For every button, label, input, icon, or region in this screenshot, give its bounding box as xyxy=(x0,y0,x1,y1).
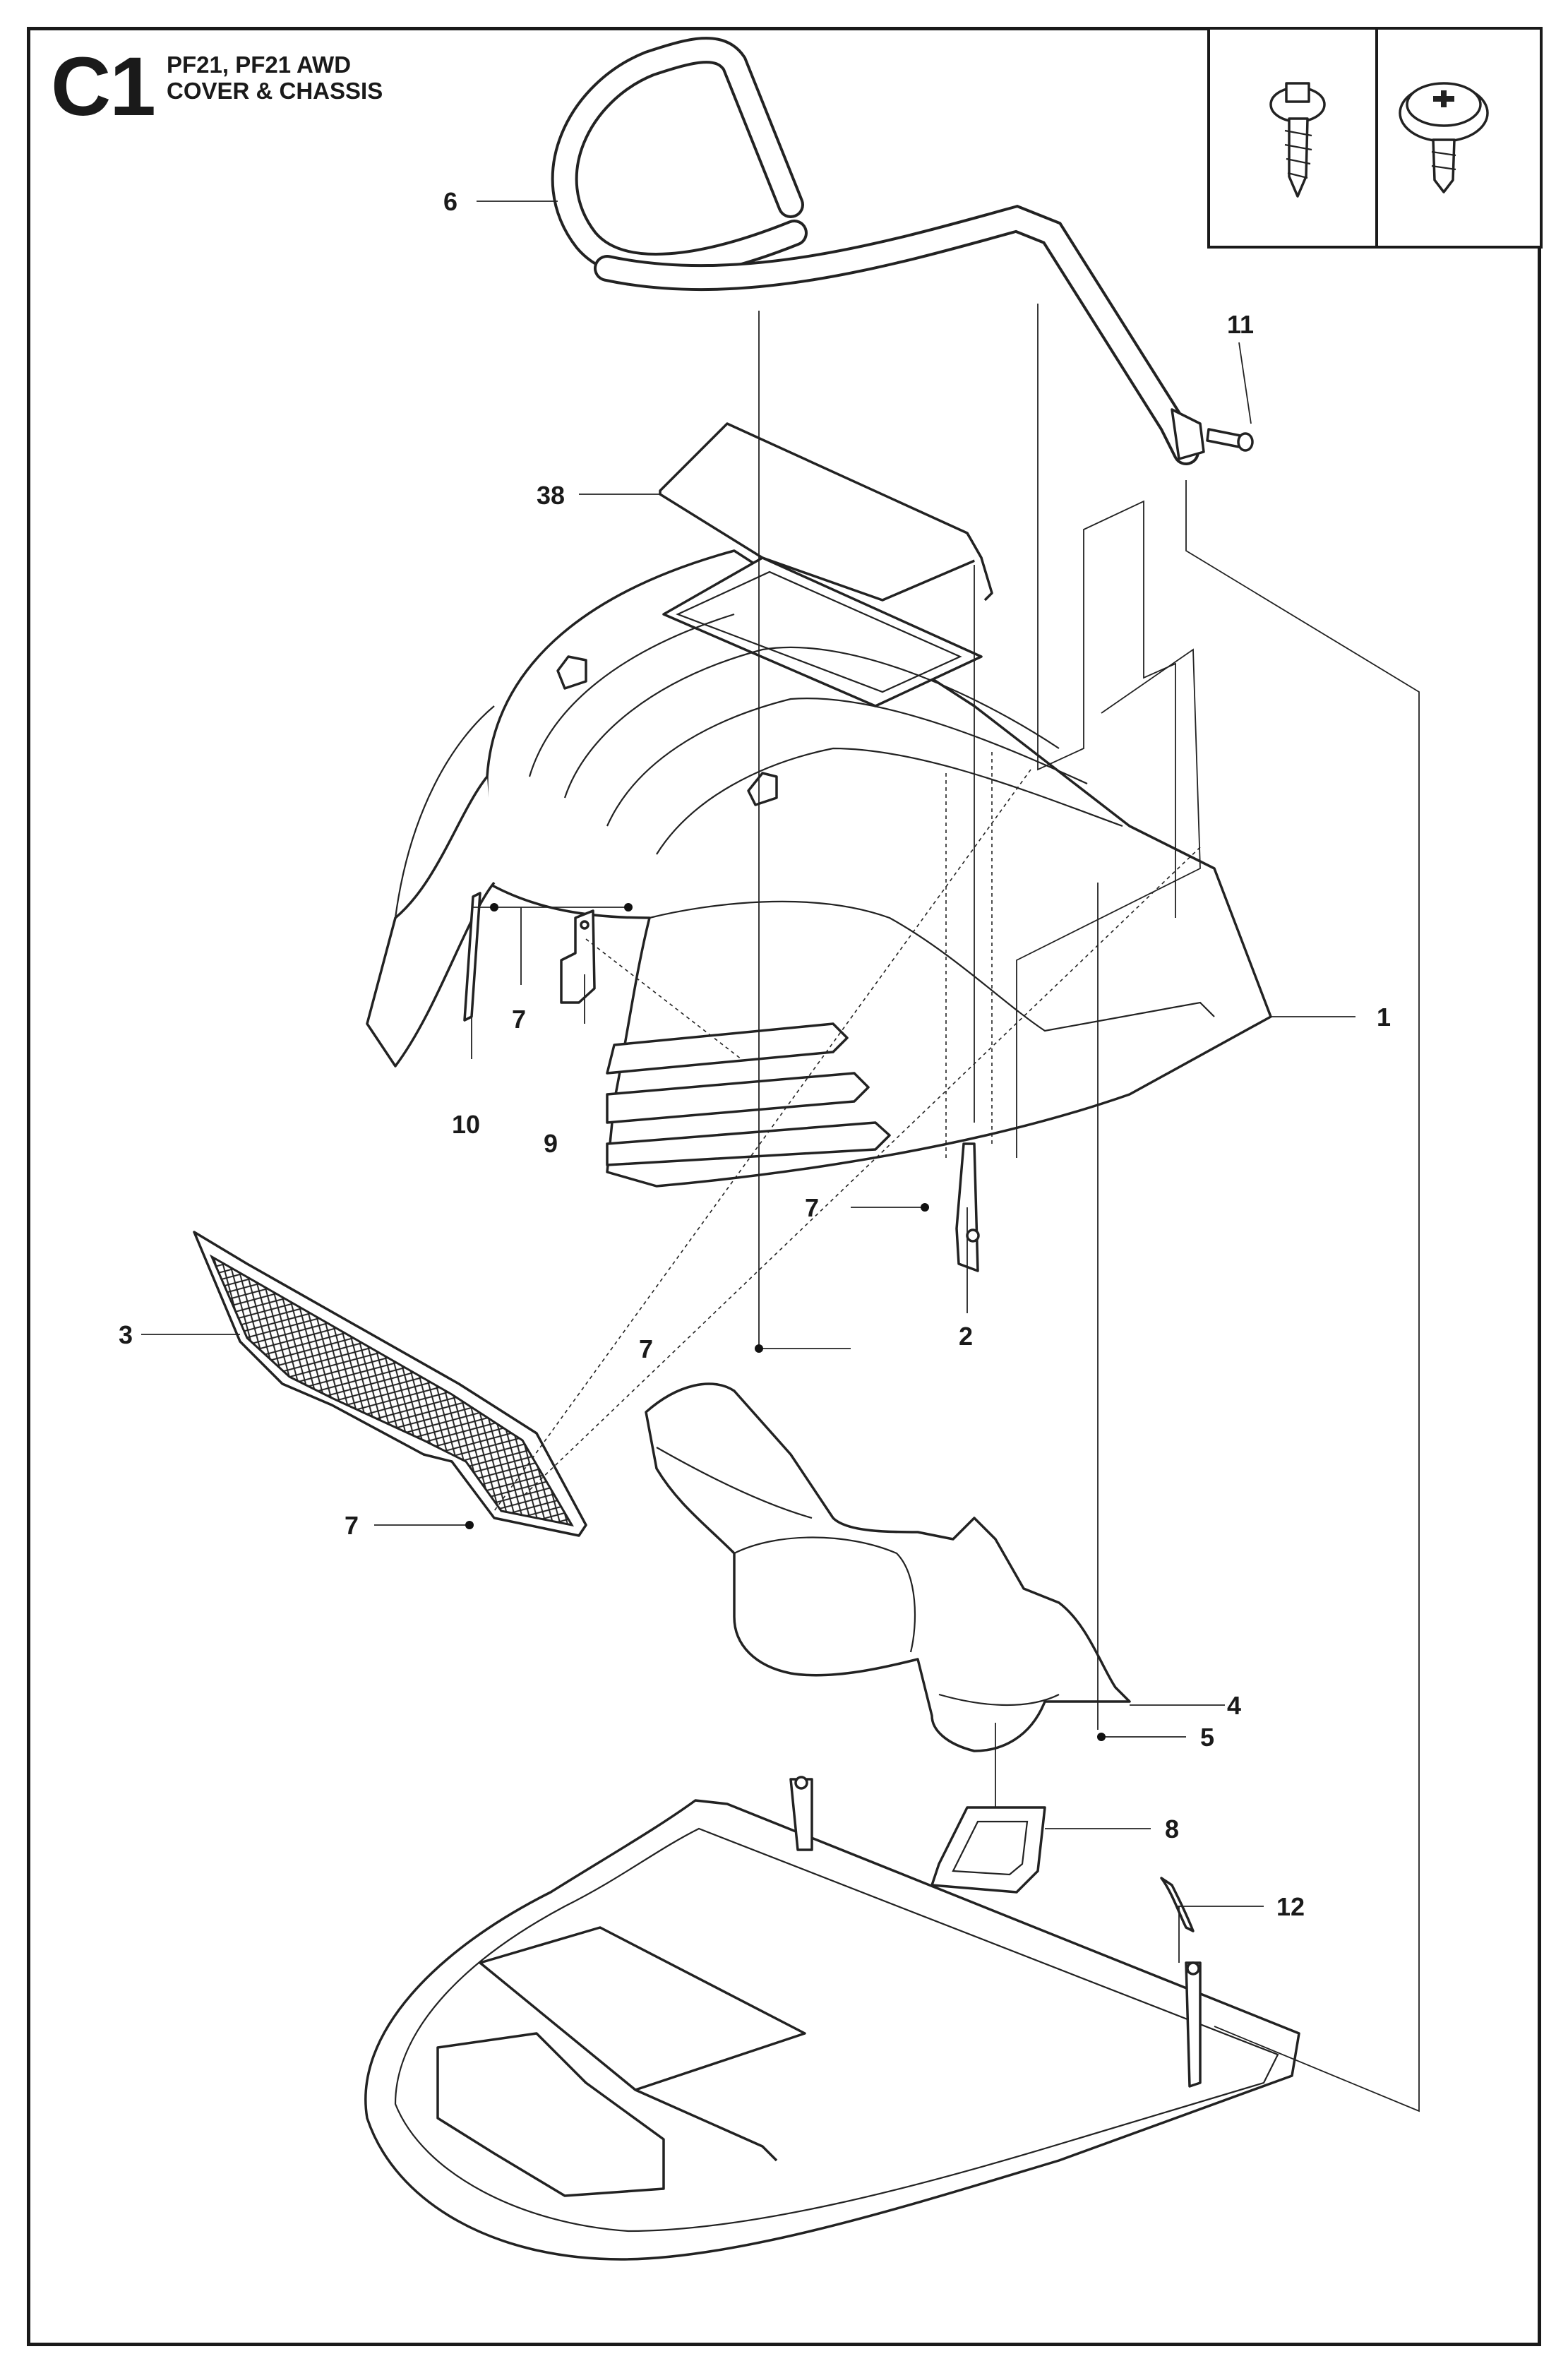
callout-6: 6 xyxy=(443,187,457,216)
title-line-2: COVER & CHASSIS xyxy=(167,77,383,104)
diagram-title: PF21, PF21 AWD COVER & CHASSIS xyxy=(167,52,383,104)
callout-2: 2 xyxy=(959,1322,973,1351)
callout-38: 38 xyxy=(537,481,565,510)
callout-3: 3 xyxy=(119,1320,133,1349)
part-3-grille xyxy=(193,1231,587,1537)
part-4-inner-cover xyxy=(645,1382,1131,1752)
part-1-main-cover xyxy=(366,549,1272,1188)
tapping-screw-icon xyxy=(1269,82,1326,198)
callout-12: 12 xyxy=(1276,1892,1305,1921)
callout-8: 8 xyxy=(1165,1815,1179,1843)
callout-labels: 6 38 11 1 7 10 9 7 2 3 7 7 4 5 8 12 xyxy=(119,187,1391,1921)
callout-1: 1 xyxy=(1377,1003,1391,1032)
fastener-inset xyxy=(1207,27,1543,249)
callout-4: 4 xyxy=(1227,1691,1241,1720)
callout-7-grille: 7 xyxy=(345,1511,359,1540)
title-line-1: PF21, PF21 AWD xyxy=(167,52,352,78)
callout-7-cover: 7 xyxy=(512,1005,526,1034)
part-38-lid xyxy=(659,422,993,602)
drawing-frame xyxy=(27,27,1541,2346)
callout-10: 10 xyxy=(452,1110,480,1139)
callout-5: 5 xyxy=(1200,1723,1214,1752)
callout-11: 11 xyxy=(1227,310,1254,339)
part-6-bumper-bar xyxy=(551,37,1205,465)
reference-lines xyxy=(141,201,1420,2112)
callout-9: 9 xyxy=(544,1129,558,1158)
callout-7-clip: 7 xyxy=(805,1193,819,1222)
part-8-gasket xyxy=(930,1806,1046,1894)
callout-7-center: 7 xyxy=(639,1334,653,1363)
chassis-frame xyxy=(364,1776,1300,2261)
part-11-pin xyxy=(1206,428,1254,452)
diagram-code: C1 xyxy=(51,40,156,133)
pan-head-screw-icon xyxy=(1399,82,1489,193)
part-12-hairpin xyxy=(1160,1877,1195,1932)
part-9-bracket xyxy=(560,909,596,1004)
